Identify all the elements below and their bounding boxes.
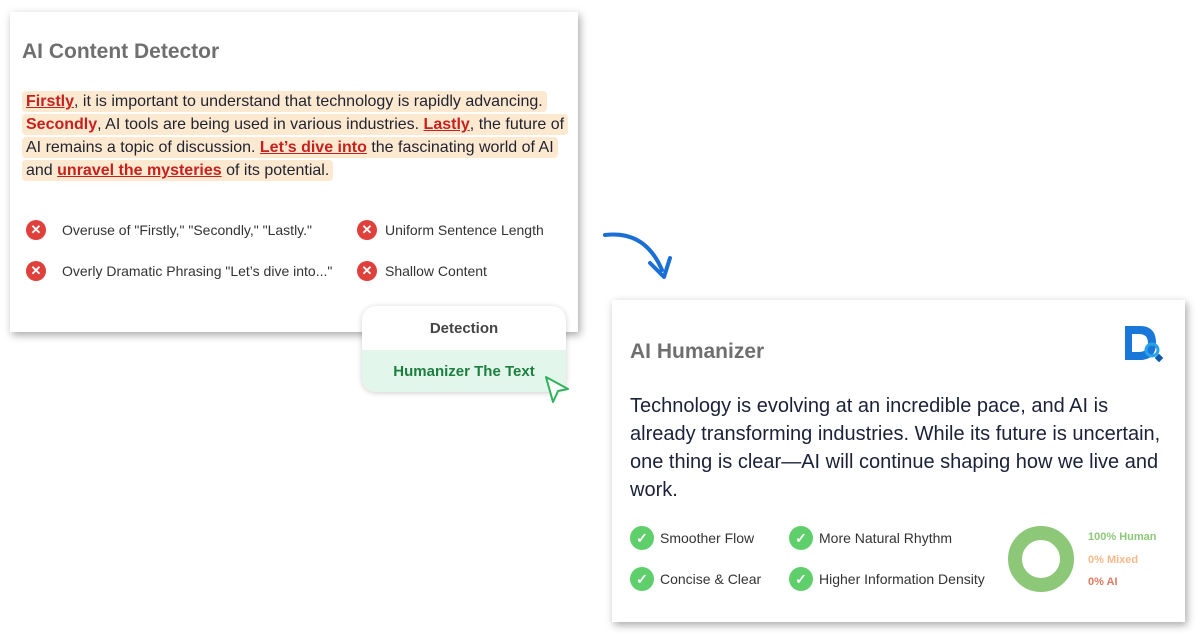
- legend-mixed: 0% Mixed: [1088, 554, 1139, 566]
- humanized-text: Technology is evolving at an incredible …: [630, 395, 1161, 501]
- humanize-menu-item[interactable]: Humanizer The Text: [362, 350, 566, 392]
- check-icon: ✓: [630, 567, 654, 591]
- issue-label: Uniform Sentence Length: [385, 222, 544, 238]
- check-icon: ✓: [789, 526, 813, 550]
- flagged-phrase: unravel the mysteries: [57, 162, 222, 179]
- issue-item: ✕ Shallow Content: [357, 261, 487, 281]
- issue-item: ✕ Overuse of "Firstly," "Secondly," "Last…: [26, 220, 312, 240]
- action-menu: Detection Humanizer The Text: [362, 306, 566, 392]
- text-segment: , it is important to understand that tec…: [74, 93, 543, 110]
- error-icon: ✕: [26, 261, 46, 281]
- detected-text: Firstly, it is important to understand t…: [22, 90, 582, 182]
- issue-label: Overuse of "Firstly," "Secondly," "Lastl…: [62, 222, 313, 238]
- highlight: Firstly, it is important to understand t…: [22, 91, 569, 181]
- text-segment: the fascinating world of AI and: [26, 139, 554, 179]
- error-icon: ✕: [357, 220, 377, 240]
- error-icon: ✕: [26, 220, 46, 240]
- donut-human-segment: [1008, 526, 1074, 592]
- benefit-label: More Natural Rhythm: [819, 530, 953, 546]
- result-donut: [1008, 526, 1074, 592]
- benefit-item: ✓ Higher Information Density: [789, 567, 985, 591]
- humanizer-title: AI Humanizer: [630, 340, 765, 363]
- issue-label: Shallow Content: [385, 263, 487, 279]
- detection-menu-item[interactable]: Detection: [429, 319, 499, 337]
- text-segment: , the future of AI remains a topic of di…: [26, 116, 565, 156]
- text-segment: , AI tools are being used in various ind…: [97, 116, 424, 133]
- flagged-phrase: Secondly: [26, 116, 98, 133]
- logo-icon: [1125, 326, 1164, 363]
- text-segment: of its potential.: [221, 162, 330, 179]
- issue-item: ✕ Uniform Sentence Length: [357, 220, 544, 240]
- detector-title: AI Content Detector: [22, 40, 220, 63]
- benefit-item: ✓ Smoother Flow: [630, 526, 754, 550]
- ai-humanizer-card: AI Humanizer Technology is evolving at a…: [612, 300, 1185, 622]
- benefit-item: ✓ Concise & Clear: [630, 567, 761, 591]
- benefit-item: ✓ More Natural Rhythm: [789, 526, 952, 550]
- issue-label: Overly Dramatic Phrasing "Let’s dive int…: [62, 263, 333, 279]
- flagged-phrase: Lastly: [423, 116, 470, 133]
- flagged-phrase: Firstly: [26, 93, 75, 110]
- ai-content-detector-card: AI Content Detector Firstly, it is impor…: [10, 12, 578, 332]
- error-icon: ✕: [357, 261, 377, 281]
- benefit-label: Smoother Flow: [660, 530, 755, 546]
- issue-item: ✕ Overly Dramatic Phrasing "Let’s dive in…: [26, 261, 332, 281]
- flagged-phrase: Let’s dive into: [259, 139, 367, 156]
- cursor-icon: [545, 376, 569, 403]
- check-icon: ✓: [789, 567, 813, 591]
- arrow-icon: [603, 232, 672, 279]
- benefit-label: Higher Information Density: [819, 571, 985, 587]
- legend-human: 100% Human: [1088, 531, 1157, 543]
- benefit-label: Concise & Clear: [660, 571, 762, 587]
- check-icon: ✓: [630, 526, 654, 550]
- legend-ai: 0% AI: [1088, 576, 1118, 588]
